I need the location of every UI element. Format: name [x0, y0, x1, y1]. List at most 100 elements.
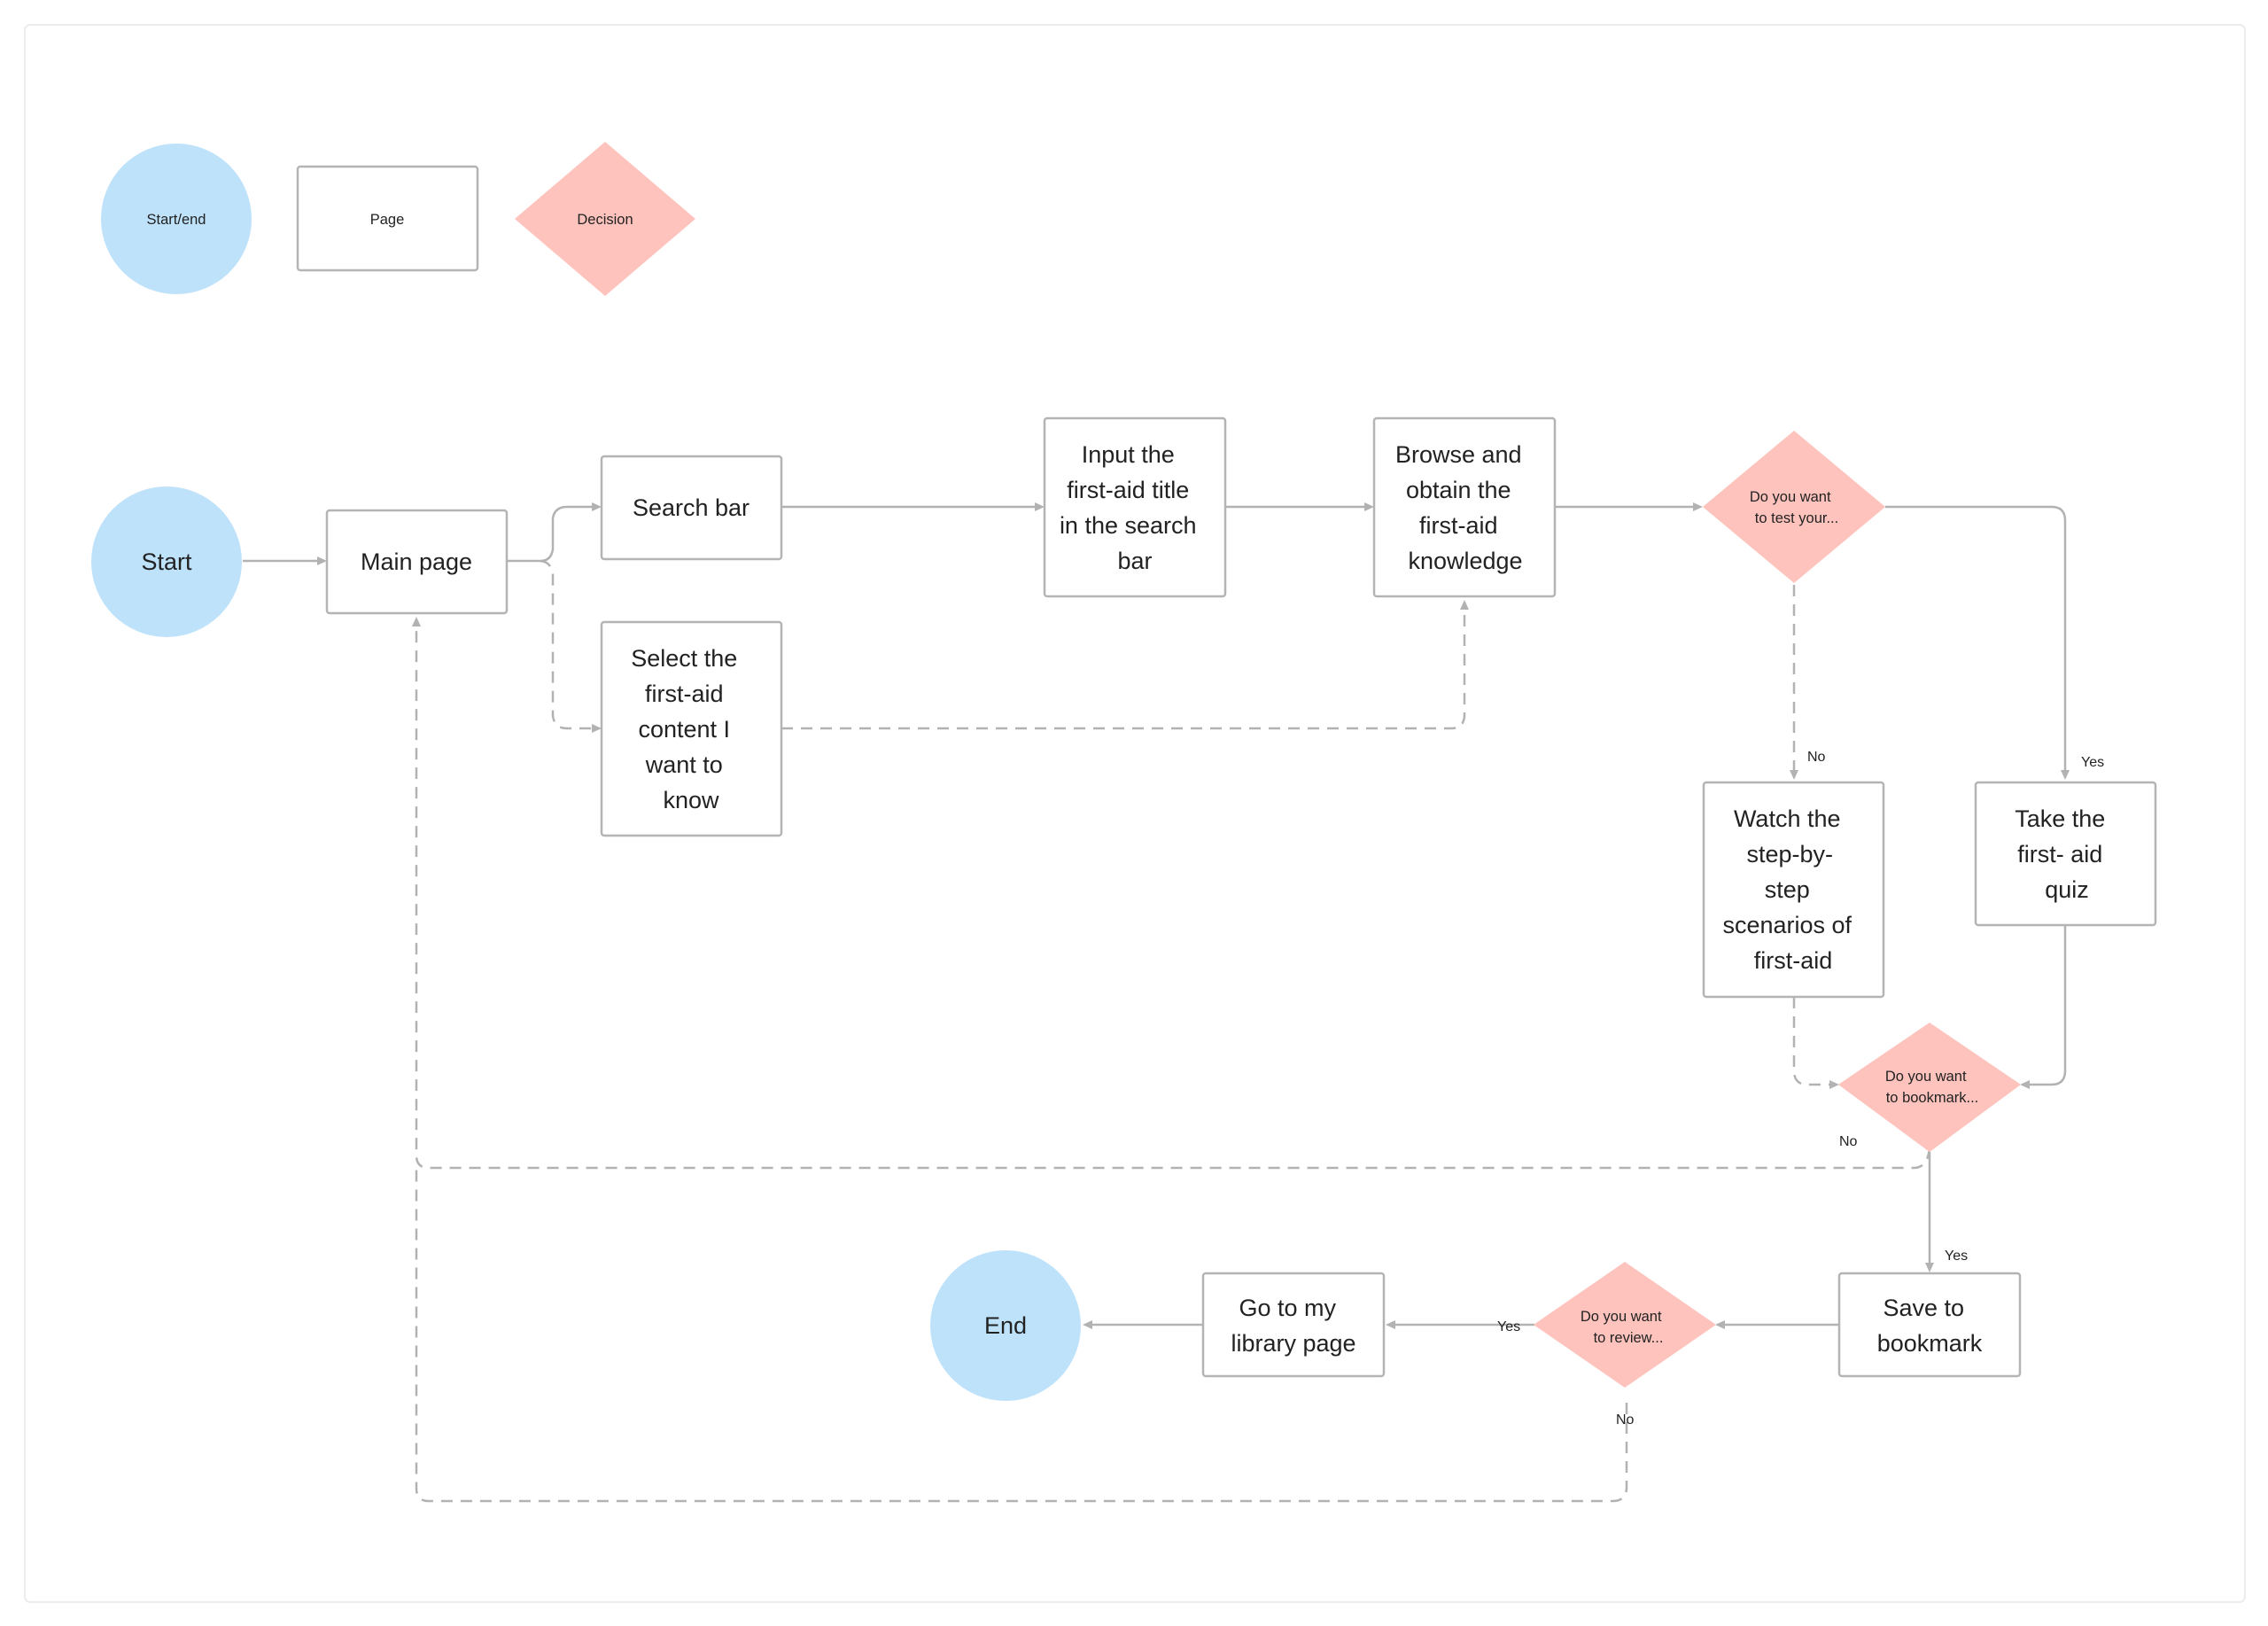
board-frame — [24, 24, 2246, 1603]
input-title-box — [1043, 416, 1227, 598]
arrowhead — [592, 502, 602, 511]
node-text-line: Watch the — [1734, 805, 1841, 832]
node-text-line: to bookmark... — [1886, 1090, 1979, 1106]
decision-bookmark-diamond — [1838, 1023, 2021, 1152]
node-input-title[interactable]: Input the first-aid title in the search … — [1043, 416, 1227, 598]
node-start[interactable]: Start — [91, 486, 242, 637]
node-text-line: first-aid — [645, 681, 724, 707]
node-decision-test-text: Do you want to test your... — [1750, 489, 1838, 526]
node-input-title-text: Input the first-aid title in the search … — [1060, 441, 1203, 574]
node-library-page-text: Go to my library page — [1231, 1295, 1355, 1357]
arrowhead — [1925, 1263, 1934, 1272]
node-text-line: content I — [638, 716, 730, 743]
node-text-line: step — [1765, 876, 1810, 903]
arrowhead — [592, 724, 602, 733]
arrowhead — [1693, 502, 1703, 511]
node-text-line: know — [663, 787, 719, 813]
node-browse-text: Browse and obtain the first-aid knowledg… — [1395, 441, 1528, 574]
node-decision-bookmark[interactable]: Do you want to bookmark... — [1838, 1023, 2021, 1152]
node-search-bar[interactable]: Search bar — [600, 455, 783, 561]
edge-main-to-search — [507, 505, 596, 563]
edge-label-bookmark-yes: Yes — [1945, 1249, 1968, 1264]
node-end[interactable]: End — [930, 1250, 1081, 1401]
node-text-line: first-aid title — [1067, 477, 1189, 503]
node-watch-scenarios-text: Watch the step-by- step scenarios of fir… — [1722, 805, 1858, 974]
edge-test-yes-to-quiz — [1885, 505, 2067, 773]
node-text-line: knowledge — [1408, 548, 1522, 574]
node-watch-scenarios[interactable]: Watch the step-by- step scenarios of fir… — [1702, 781, 1885, 999]
node-decision-review[interactable]: Do you want to review... — [1534, 1262, 1716, 1388]
node-text-line: Take the — [2015, 805, 2105, 832]
legend-start-end-label: Start/end — [147, 212, 206, 228]
node-text-line: Select the — [631, 645, 737, 672]
node-text-line: Start — [141, 548, 192, 575]
select-content-box — [600, 620, 783, 837]
node-text-line: scenarios of — [1722, 912, 1852, 938]
node-text-line: bar — [1117, 548, 1152, 574]
node-text-line: Browse and — [1395, 441, 1522, 468]
save-bookmark-box — [1837, 1272, 2022, 1378]
node-text-line: Do you want — [1750, 489, 1831, 505]
node-select-content[interactable]: Select the first-aid content I want to k… — [600, 620, 783, 837]
main-page-box — [325, 509, 509, 615]
node-select-content-text: Select the first-aid content I want to k… — [631, 645, 744, 813]
edge-label-bookmark-no: No — [1839, 1134, 1858, 1149]
node-text-line: first-aid — [1754, 947, 1833, 974]
node-start-text: Start — [141, 548, 192, 575]
arrowhead — [1364, 502, 1374, 511]
arrowhead — [1829, 1080, 1839, 1089]
arrowhead — [1790, 770, 1798, 780]
node-text-line: first-aid — [1419, 512, 1498, 539]
node-text-line: quiz — [2045, 876, 2089, 903]
arrowhead — [2020, 1080, 2030, 1089]
edge-label-test-yes: Yes — [2081, 755, 2104, 770]
node-text-line: Main page — [361, 548, 472, 575]
node-text-line: Do you want — [1885, 1069, 1967, 1085]
edge-watch-to-decision-bookmark — [1792, 997, 1832, 1086]
node-text-line: End — [984, 1312, 1027, 1339]
node-end-text: End — [984, 1312, 1027, 1339]
node-take-quiz[interactable]: Take the first- aid quiz — [1974, 781, 2157, 927]
node-decision-test[interactable]: Do you want to test your... — [1703, 431, 1885, 583]
edge-label-review-yes: Yes — [1497, 1319, 1520, 1334]
edge-labels: No Yes No Yes Yes No — [1497, 750, 2104, 1428]
node-text-line: step-by- — [1746, 841, 1833, 867]
edge-label-test-no: No — [1807, 750, 1826, 765]
node-text-line: bookmark — [1877, 1330, 1983, 1357]
legend-decision-label: Decision — [577, 212, 633, 228]
node-text-line: Input the — [1082, 441, 1175, 468]
library-page-box — [1201, 1272, 1386, 1378]
node-main-page-text: Main page — [361, 548, 472, 575]
node-text-line: Search bar — [633, 494, 750, 521]
edge-label-review-no: No — [1616, 1412, 1635, 1428]
node-text-line: Go to my — [1239, 1295, 1336, 1321]
edge-main-to-select — [540, 559, 596, 730]
legend-start-end-shape — [101, 144, 252, 294]
node-save-bookmark[interactable]: Save to bookmark — [1837, 1272, 2022, 1378]
arrowhead — [1460, 600, 1469, 610]
node-take-quiz-text: Take the first- aid quiz — [2015, 805, 2112, 903]
edges — [243, 502, 2070, 1503]
node-text-line: to review... — [1594, 1330, 1664, 1346]
arrowhead — [1386, 1320, 1395, 1329]
node-search-bar-text: Search bar — [633, 494, 750, 521]
node-text-line: library page — [1231, 1330, 1355, 1357]
node-browse[interactable]: Browse and obtain the first-aid knowledg… — [1372, 416, 1557, 598]
arrowhead — [2061, 770, 2070, 780]
node-library-page[interactable]: Go to my library page — [1201, 1272, 1386, 1378]
node-decision-bookmark-text: Do you want to bookmark... — [1885, 1069, 1978, 1106]
legend-decision-shape — [515, 142, 695, 296]
arrowhead — [1083, 1320, 1092, 1329]
legend-page-label: Page — [370, 212, 405, 228]
decision-test-diamond — [1703, 431, 1885, 583]
search-bar-box — [600, 455, 783, 561]
watch-scenarios-box — [1702, 781, 1885, 999]
node-main-page[interactable]: Main page — [325, 509, 509, 615]
node-text-line: want to — [645, 751, 723, 778]
arrowhead — [1035, 502, 1045, 511]
node-text-line: to test your... — [1755, 510, 1838, 526]
start-circle — [91, 486, 242, 637]
node-save-bookmark-text: Save to bookmark — [1877, 1295, 1983, 1357]
edge-quiz-to-decision-bookmark — [2026, 926, 2067, 1086]
